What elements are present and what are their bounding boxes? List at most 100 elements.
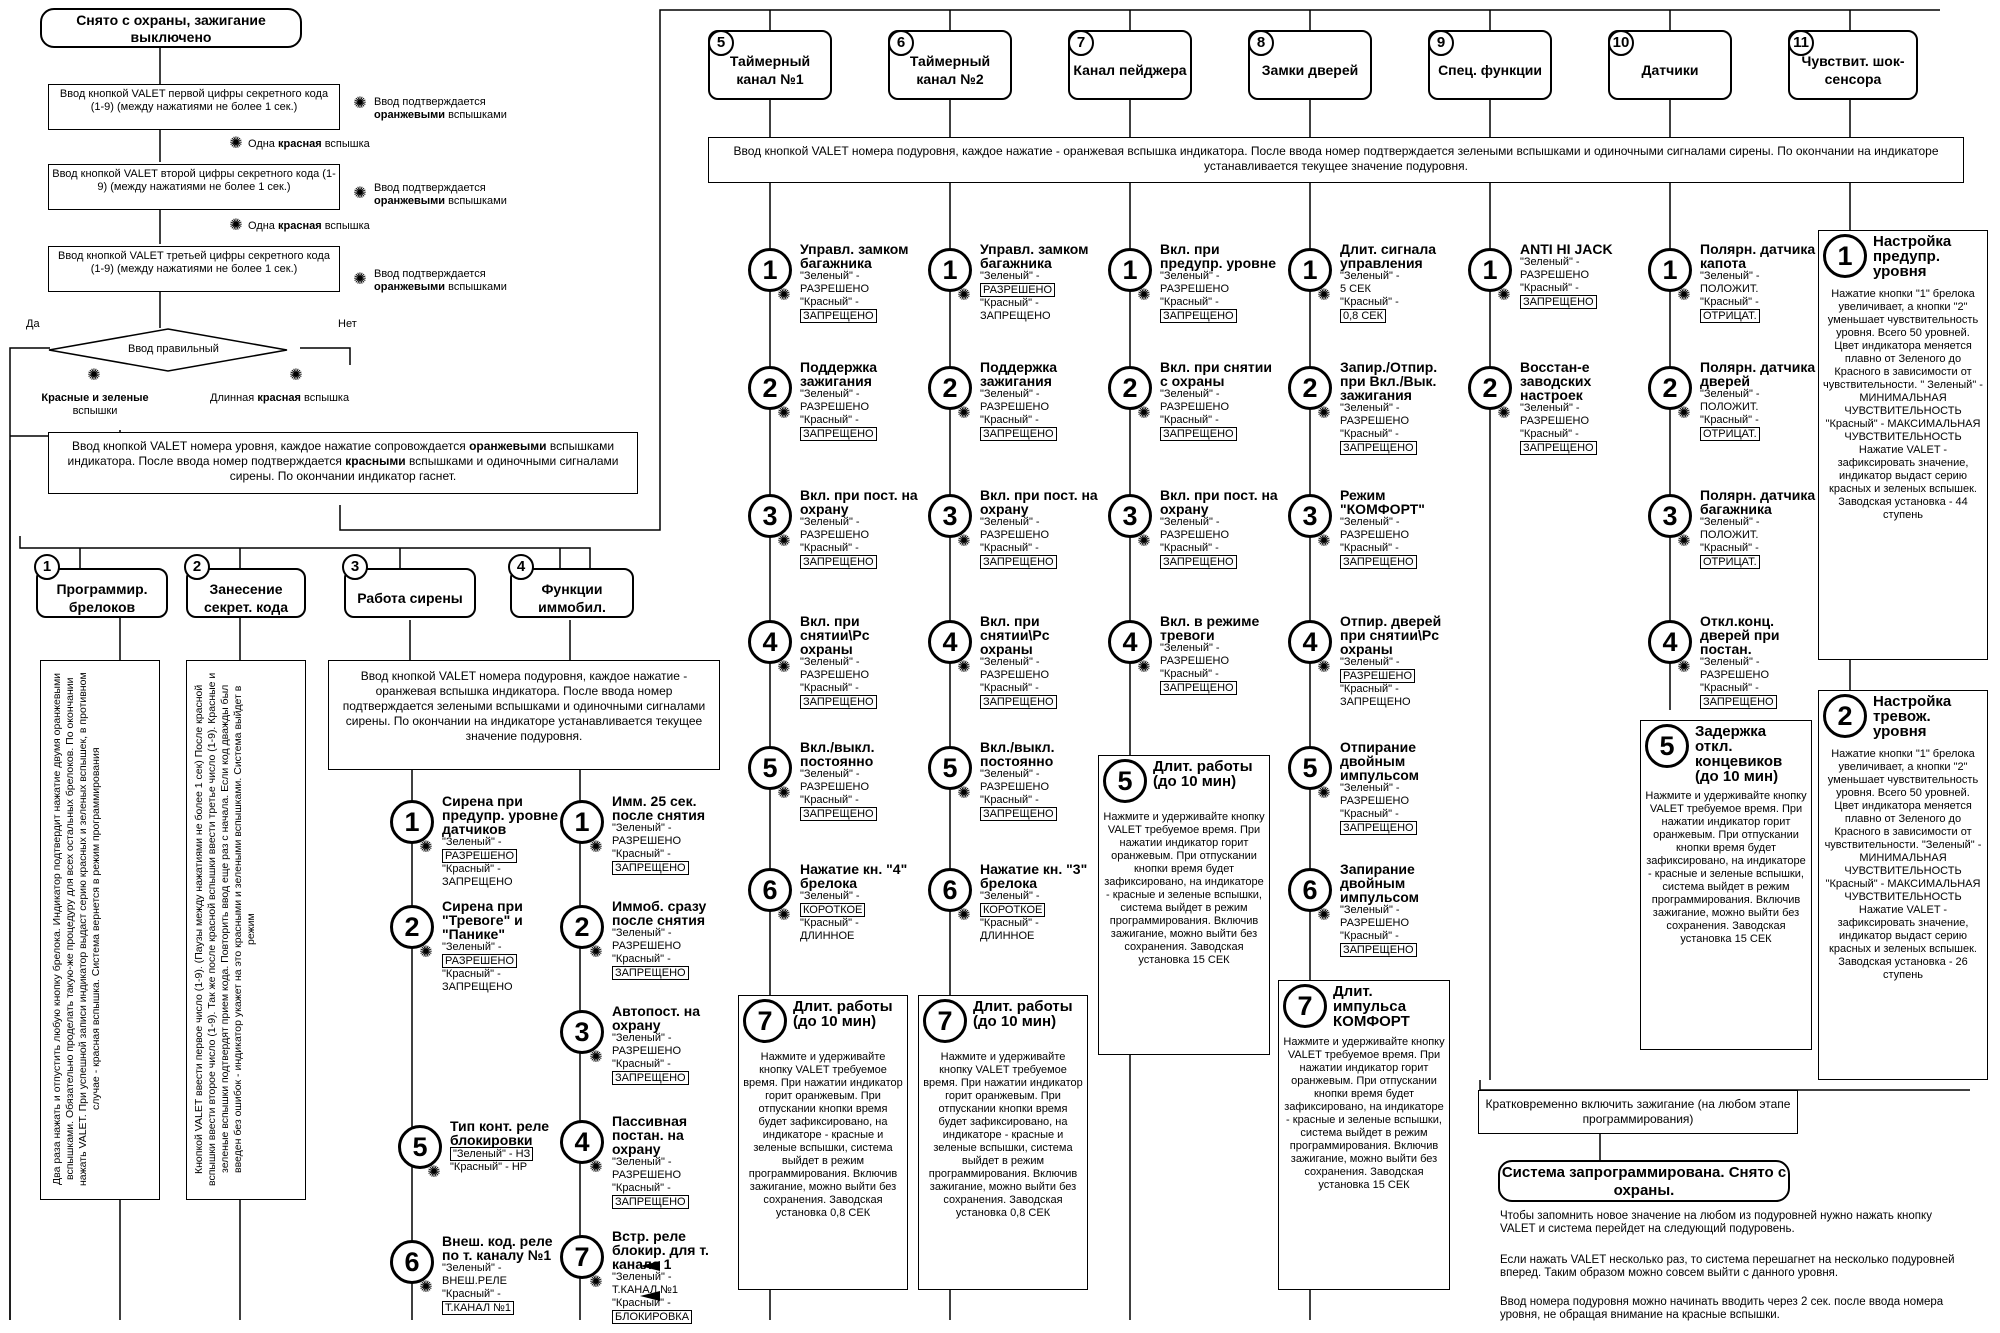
- level-number: 11: [1788, 30, 1814, 56]
- red-label: "Красный" -: [1700, 414, 1759, 426]
- level-number: 8: [1248, 30, 1274, 56]
- flash-icon: ✺: [419, 944, 433, 961]
- green-label: "Зеленый" -: [442, 941, 502, 953]
- level-number: 4: [508, 554, 534, 580]
- green-value: ПОЛОЖИТ.: [1700, 529, 1759, 541]
- red-label: "Красный" -: [612, 1297, 671, 1309]
- sublevel-circle: 1: [1468, 248, 1512, 292]
- level-number: 2: [184, 554, 210, 580]
- sublevel-circle: 3: [1288, 494, 1332, 538]
- red-label: "Красный" -: [1160, 668, 1219, 680]
- sublevel-title: Поддержка зажигания: [800, 359, 878, 389]
- red-value: ОТРИЦАТ.: [1700, 309, 1760, 323]
- sublevel-title: Внеш. код. реле по т. каналу №1: [442, 1233, 553, 1263]
- sublevel-circle: 5: [398, 1125, 442, 1169]
- sublevel-title: Вкл./выкл. постоянно: [800, 739, 875, 769]
- green-value: РАЗРЕШЕНО: [800, 669, 870, 681]
- green-value: Т.КАНАЛ №1: [612, 1284, 679, 1296]
- sublevel-circle: 1: [1648, 248, 1692, 292]
- decision-label: Ввод правильный: [128, 343, 219, 355]
- flash-icon: ✺: [957, 785, 971, 802]
- sublevel-title: Вкл. при предупр. уровне: [1160, 241, 1276, 271]
- red-label: "Красный" -: [1340, 930, 1399, 942]
- red-value: ЗАПРЕЩЕНО: [1160, 555, 1237, 569]
- flash-icon: ✺: [1137, 533, 1151, 550]
- green-value: РАЗРЕШЕНО: [800, 781, 870, 793]
- green-value: РАЗРЕШЕНО: [800, 283, 870, 295]
- flash-icon: ✺: [777, 533, 791, 550]
- green-value: РАЗРЕШЕНО: [612, 940, 682, 952]
- sublevel-item: Вкл. при предупр. уровне"Зеленый" -РАЗРЕ…: [1160, 242, 1280, 323]
- sublevel-item: Сирена при предупр. уровне датчиков"Зеле…: [442, 794, 562, 889]
- flash-icon: ✺: [87, 367, 101, 384]
- step-third-digit: Ввод кнопкой VALET третьей цифры секретн…: [48, 246, 340, 292]
- shock-alarm-box: 2 Настройка тревож. уровня Нажатие кнопк…: [1818, 690, 1988, 1080]
- sublevel-circle: 7: [560, 1235, 604, 1279]
- sublevel-item: Управл. замком багажника"Зеленый" -РАЗРЕ…: [980, 242, 1100, 323]
- green-label: "Зеленый" -: [1160, 388, 1220, 400]
- sublevel-circle: 7: [1283, 984, 1327, 1028]
- sublevel-circle: 2: [928, 366, 972, 410]
- red-value: ДЛИННОЕ: [980, 930, 1035, 942]
- green-label: "Зеленый" -: [980, 388, 1040, 400]
- red-label: "Красный" -: [1700, 296, 1759, 308]
- decision-diamond: [48, 328, 288, 372]
- sublevel-title: Режим "КОМФОРТ": [1340, 487, 1425, 517]
- red-value: ДЛИННОЕ: [800, 930, 855, 942]
- green-label: "Зеленый" -: [442, 1262, 502, 1274]
- sublevel-title: Полярн. датчика капота: [1700, 241, 1816, 271]
- sublevel-circle: 4: [1108, 620, 1152, 664]
- sublevel-title: Автопост. на охрану: [612, 1003, 701, 1033]
- sublevel-item: Вкл. при снятии\Рс охраны"Зеленый" -РАЗР…: [800, 614, 920, 709]
- green-value: РАЗРЕШЕНО: [1160, 283, 1230, 295]
- timer1-title: Длит. работы (до 10 мин): [793, 998, 893, 1030]
- sublevel-item: Вкл. при снятии\Рс охраны"Зеленый" -РАЗР…: [980, 614, 1100, 709]
- sublevel-circle: 4: [1288, 620, 1332, 664]
- sublevel-circle: 1: [1288, 248, 1332, 292]
- sublevel-circle: 5: [928, 746, 972, 790]
- sublevel-circle: 2: [1468, 366, 1512, 410]
- level-number: 9: [1428, 30, 1454, 56]
- red-label: "Красный" -: [1160, 542, 1219, 554]
- flash-icon: ✺: [1317, 907, 1331, 924]
- flash-icon: ✺: [419, 1279, 433, 1296]
- sublevel-item: Тип конт. реле блокировки"Зеленый" - НЗ"…: [450, 1119, 570, 1174]
- red-label: "Красный" -: [1700, 682, 1759, 694]
- sublevel-item: Вкл./выкл. постоянно"Зеленый" -РАЗРЕШЕНО…: [800, 740, 920, 821]
- sublevel-item: Отпир. дверей при снятии\Рс охраны"Зелен…: [1340, 614, 1460, 709]
- green-value: РАЗРЕШЕНО: [1160, 529, 1230, 541]
- sublevel-item: Запир./Отпир. при Вкл./Вык. зажигания"Зе…: [1340, 360, 1460, 455]
- shock-warn-box: 1 Настройка предупр. уровня Нажатие кноп…: [1818, 230, 1988, 660]
- sublevel-title: Полярн. датчика дверей: [1700, 359, 1816, 389]
- sublevel-title: Вкл. при снятии\Рс охраны: [800, 613, 870, 657]
- red-value: ЗАПРЕЩЕНО: [800, 807, 877, 821]
- red-label: "Красный" -: [612, 1058, 671, 1070]
- green-label: "Зеленый" -: [980, 768, 1040, 780]
- red-label: "Красный" -: [1340, 428, 1399, 440]
- sublevel-circle: 2: [1108, 366, 1152, 410]
- green-label: "Зеленый" -: [980, 890, 1040, 902]
- flash-icon: ✺: [1317, 533, 1331, 550]
- green-label: "Зеленый" -: [1700, 656, 1760, 668]
- level-number: 10: [1608, 30, 1634, 56]
- green-label: "Зеленый" -: [800, 890, 860, 902]
- red-value: ЗАПРЕЩЕНО: [980, 695, 1057, 709]
- red-value: Т.КАНАЛ №1: [442, 1301, 515, 1315]
- green-value: "Зеленый" - НЗ: [450, 1147, 534, 1161]
- red-label: "Красный" -: [612, 1182, 671, 1194]
- red-value: ЗАПРЕЩЕНО: [980, 807, 1057, 821]
- programmed-state: Система запрограммирована. Снято с охран…: [1498, 1160, 1790, 1202]
- red-label: "Красный" -: [1520, 428, 1579, 440]
- sublevel-title: Откл.конц. дверей при постан.: [1700, 613, 1780, 657]
- flash-icon: ✺: [1497, 287, 1511, 304]
- red-label: "Красный" -: [442, 968, 501, 980]
- green-label: "Зеленый" -: [612, 1156, 672, 1168]
- green-value: РАЗРЕШЕНО: [980, 283, 1056, 297]
- flash-icon: ✺: [777, 659, 791, 676]
